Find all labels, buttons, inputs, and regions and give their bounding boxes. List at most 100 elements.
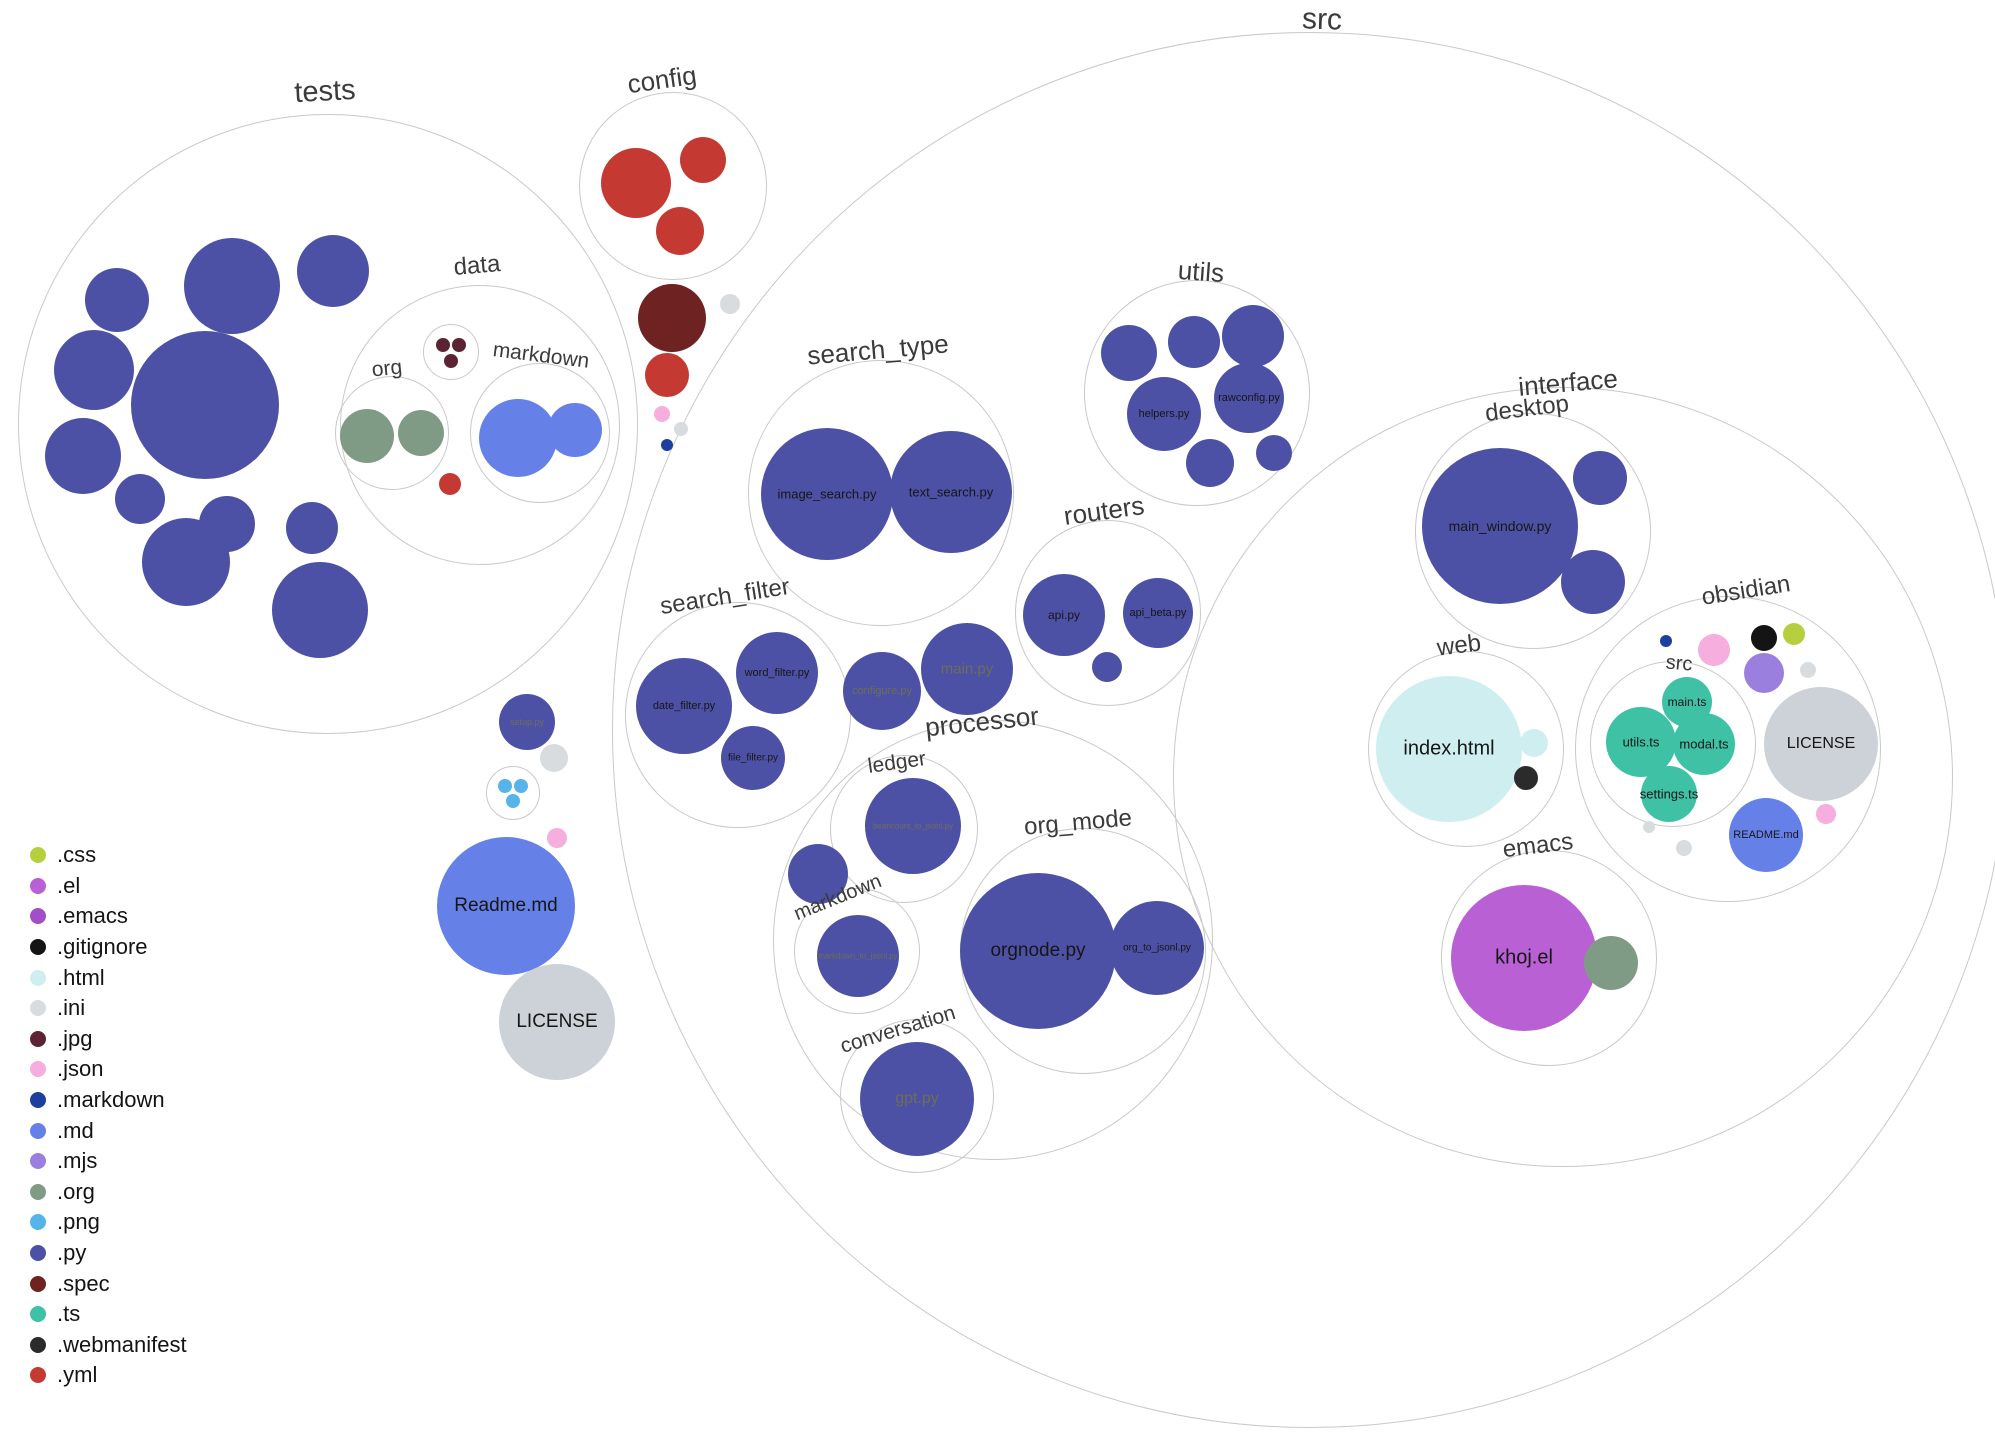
legend-dot-html <box>30 969 46 986</box>
file-circle-ini-file <box>540 744 568 772</box>
file-circle-py-file <box>142 518 230 606</box>
file-circle-py-file <box>1186 439 1234 487</box>
legend-item-org: .org <box>30 1177 187 1208</box>
file-label-index.html: index.html <box>1403 737 1495 760</box>
legend-dot-markdown <box>30 1092 46 1109</box>
legend-item-markdown: .markdown <box>30 1085 187 1116</box>
file-label-main.py: main.py <box>940 660 994 678</box>
file-label-configure.py: configure.py <box>852 685 912 697</box>
file-circle-py-file <box>184 238 280 334</box>
legend-label-el: .el <box>57 872 81 898</box>
legend-label-yml: .yml <box>57 1362 98 1388</box>
legend-dot-ts <box>30 1306 46 1323</box>
legend-dot-jpg <box>30 1030 46 1047</box>
file-circle-word_filter.py <box>736 632 818 714</box>
file-label-main.ts: main.ts <box>1667 695 1707 709</box>
dir-label-src: src <box>1301 2 1343 37</box>
file-label-settings.ts: settings.ts <box>1639 786 1699 802</box>
dir-label-obsidian-src: src <box>1664 651 1694 676</box>
file-circle-py-file <box>272 562 368 658</box>
legend-item-yml: .yml <box>30 1360 187 1391</box>
file-circle-yml-file <box>645 353 689 397</box>
legend-dot-json <box>30 1061 46 1078</box>
file-circle-mjs-file <box>1744 653 1784 693</box>
legend-label-spec: .spec <box>57 1270 110 1296</box>
file-circle-json-file <box>1816 804 1836 824</box>
dir-circle-markdown-data <box>470 363 610 503</box>
legend-label-jpg: .jpg <box>57 1025 93 1051</box>
dir-circle-tests <box>18 114 638 734</box>
legend-item-ini: .ini <box>30 993 187 1024</box>
legend-dot-md <box>30 1122 46 1139</box>
legend-dot-el <box>30 877 46 894</box>
file-circle-md-file <box>479 399 557 477</box>
file-circle-orgnode.py <box>960 873 1116 1029</box>
dir-circle-desktop <box>1415 413 1651 649</box>
file-circle-py-file <box>1092 652 1122 682</box>
legend-item-html: .html <box>30 962 187 993</box>
legend-label-mjs: .mjs <box>57 1148 98 1174</box>
file-circle-yml-file <box>439 473 461 495</box>
file-circle-py-file <box>1256 435 1292 471</box>
dir-label-data: data <box>452 250 502 281</box>
legend-item-jpg: .jpg <box>30 1024 187 1055</box>
legend-item-spec: .spec <box>30 1268 187 1299</box>
file-label-org_to_jsonl.py: org_to_jsonl.py <box>1123 942 1191 954</box>
dir-circle-emacs <box>1441 850 1657 1066</box>
file-label-image_search.py: image_search.py <box>777 486 877 502</box>
file-circle-modal.ts <box>1673 713 1735 775</box>
file-label-api.py: api.py <box>1047 608 1081 622</box>
file-circle-css-file <box>1783 623 1805 645</box>
legend-item-ts: .ts <box>30 1299 187 1330</box>
file-label-LICENSE: LICENSE <box>1786 735 1856 752</box>
legend-item-png: .png <box>30 1207 187 1238</box>
legend-dot-yml <box>30 1367 46 1384</box>
file-label-gpt.py: gpt.py <box>895 1090 939 1107</box>
file-circle-api.py <box>1023 574 1105 656</box>
file-label-LICENSE: LICENSE <box>516 1011 598 1032</box>
dir-circle-ledger <box>830 755 978 903</box>
legend-label-json: .json <box>57 1056 104 1082</box>
file-circle-json-file <box>547 828 567 848</box>
file-circle-utils.ts <box>1606 707 1676 777</box>
dir-circle-src <box>612 32 1995 1428</box>
file-circle-yml-file <box>680 137 726 183</box>
legend-label-md: .md <box>57 1117 94 1143</box>
file-circle-settings.ts <box>1641 766 1697 822</box>
file-circle-markdown-file <box>1660 635 1672 647</box>
file-circle-jpg-file <box>436 338 450 352</box>
legend-label-ts: .ts <box>57 1301 81 1327</box>
legend-label-py: .py <box>57 1240 87 1266</box>
file-circle-org-file <box>1584 936 1638 990</box>
legend-dot-png <box>30 1214 46 1231</box>
file-circle-jpg-file <box>444 354 458 368</box>
file-circle-gitignore-file <box>1751 625 1777 651</box>
file-circle-ini-file <box>674 422 688 436</box>
file-circle-ini-file <box>720 294 740 314</box>
dir-circle-web <box>1368 651 1564 847</box>
file-label-file_filter.py: file_filter.py <box>727 752 779 764</box>
file-label-main_window.py: main_window.py <box>1448 518 1552 534</box>
dir-circle-org <box>335 376 449 490</box>
file-label-khoj.el: khoj.el <box>1495 946 1553 969</box>
legend-item-mjs: .mjs <box>30 1146 187 1177</box>
file-circle-png-file <box>498 779 512 793</box>
legend: .css.el.emacs.gitignore.html.ini.jpg.jso… <box>30 840 187 1391</box>
legend-dot-spec <box>30 1275 46 1292</box>
legend-item-md: .md <box>30 1115 187 1146</box>
file-circle-py-file <box>131 331 279 479</box>
legend-dot-emacs <box>30 908 46 925</box>
dir-circle-markdown-processor <box>794 888 920 1014</box>
file-circle-spec-file <box>638 284 706 352</box>
legend-label-emacs: .emacs <box>57 903 128 929</box>
file-circle-py-file <box>115 474 165 524</box>
legend-label-png: .png <box>57 1209 100 1235</box>
file-circle-py-file <box>1222 305 1284 367</box>
legend-dot-ini <box>30 1000 46 1017</box>
file-circle-py-file <box>85 268 149 332</box>
file-circle-configure.py <box>843 652 921 730</box>
file-label-Readme.md: Readme.md <box>454 895 558 916</box>
dir-circle-png-folder <box>486 766 540 820</box>
file-circle-khoj.el <box>1451 885 1597 1031</box>
dir-label-org: org <box>370 355 404 382</box>
